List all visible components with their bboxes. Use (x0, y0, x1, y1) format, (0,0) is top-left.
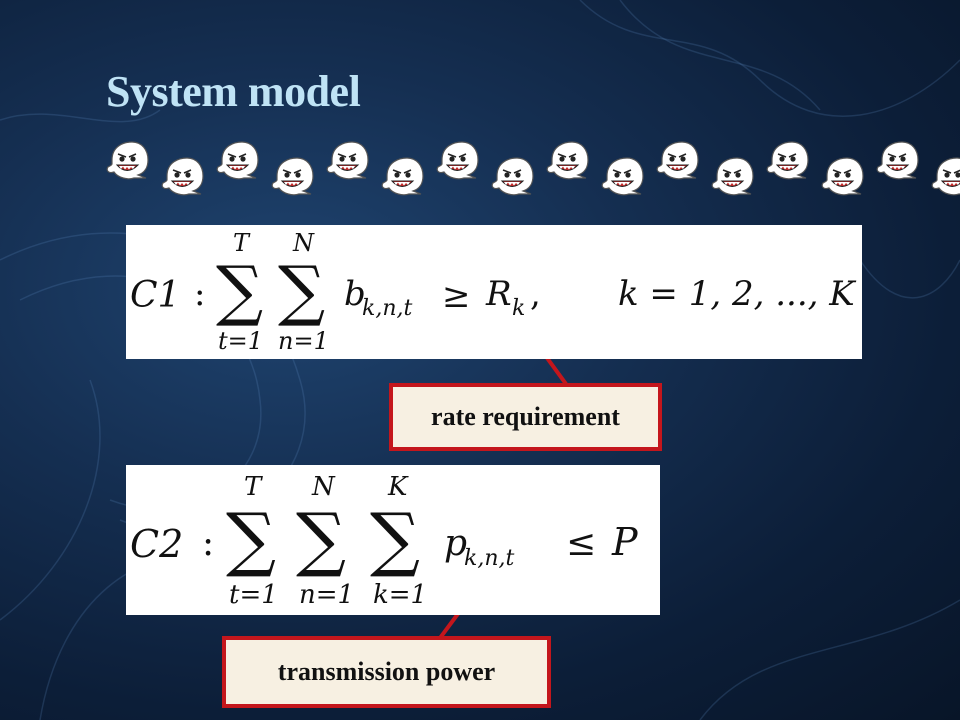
boo-ghost-icon (711, 156, 755, 196)
c2-colon: : (202, 523, 214, 564)
c2-label: C2 (130, 522, 183, 566)
c1-relation: ≥ (442, 276, 471, 316)
constraint-c2-equation: C2 : ∑ T t=1 ∑ N n=1 ∑ K k=1 p k,n,t ≤ P (130, 472, 639, 610)
boo-ghost-icon (546, 140, 590, 180)
c2-sum1-lower: t=1 (229, 580, 278, 610)
c2-rhs: P (611, 520, 639, 564)
c2-sum2-lower: n=1 (299, 580, 354, 610)
c1-rhs-subscript: k (512, 296, 525, 321)
c2-sum1-symbol: ∑ (226, 498, 276, 580)
boo-ghost-icon (876, 140, 920, 180)
c1-label: C1 (130, 275, 180, 316)
c1-sum1-symbol: ∑ (216, 252, 263, 329)
c2-subscript: k,n,t (464, 546, 514, 571)
boo-ghost-icon (821, 156, 865, 196)
c2-sum1-upper: T (244, 472, 263, 502)
c1-sum2-lower: n=1 (278, 327, 329, 355)
c1-comma: , (530, 274, 541, 314)
constraint-c1-equation: C1 : ∑ T t=1 ∑ N n=1 b k,n,t ≥ R k , k =… (130, 229, 857, 355)
boo-ghost-icon (766, 140, 810, 180)
c2-sum3-upper: K (387, 472, 409, 502)
c1-rhs: R (485, 274, 512, 314)
boo-ghost-icon (106, 140, 150, 180)
boo-ghost-icon (381, 156, 425, 196)
c1-range: k = 1, 2, ..., K (618, 274, 857, 314)
c1-colon: : (194, 274, 205, 314)
boo-ghost-icon (436, 140, 480, 180)
c1-subscript: k,n,t (362, 296, 412, 321)
c2-sum2-symbol: ∑ (296, 498, 346, 580)
transmission-power-callout: transmission power (222, 636, 551, 708)
boo-ghost-icon (656, 140, 700, 180)
c2-sum2-upper: N (311, 472, 336, 502)
c2-sum3-symbol: ∑ (370, 498, 420, 580)
c1-sum2-upper: N (292, 229, 315, 257)
boo-ghost-icon (271, 156, 315, 196)
c2-sum3-lower: k=1 (373, 580, 427, 610)
boo-ghost-icon (491, 156, 535, 196)
constraint-c2-box: C2 : ∑ T t=1 ∑ N n=1 ∑ K k=1 p k,n,t ≤ P (126, 465, 660, 615)
boo-ghost-icon (601, 156, 645, 196)
constraint-c1-box: C1 : ∑ T t=1 ∑ N n=1 b k,n,t ≥ R k , k =… (126, 225, 862, 359)
slide-title: System model (106, 67, 361, 116)
boo-ghost-icon (931, 156, 960, 196)
rate-requirement-callout: rate requirement (389, 383, 662, 451)
c1-sum2-symbol: ∑ (278, 252, 325, 329)
c2-term: p (444, 523, 467, 564)
boo-ghost-icon (326, 140, 370, 180)
c1-term: b (344, 274, 366, 314)
c1-sum1-upper: T (233, 229, 251, 257)
boo-ghost-icon (216, 140, 260, 180)
c2-relation: ≤ (566, 523, 596, 564)
c1-sum1-lower: t=1 (218, 327, 263, 355)
boo-ghost-icon (161, 156, 205, 196)
